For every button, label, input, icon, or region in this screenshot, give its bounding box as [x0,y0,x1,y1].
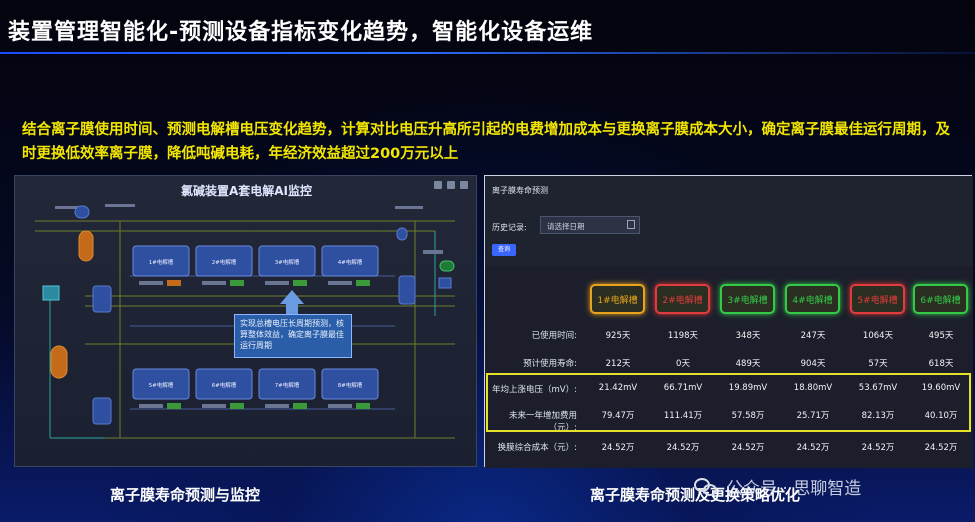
arrow-stem [286,303,298,315]
cell-label-7: 7#电解槽 [275,381,300,389]
up-arrow-icon [280,290,304,304]
watermark-text: 公众号 · 思聊智造 [726,479,862,499]
table-cell: 247天 [800,331,826,341]
table-cell: 24.52万 [924,443,958,453]
cell-badge: 3#电解槽 [720,284,775,314]
cell-badge: 6#电解槽 [913,284,968,314]
monitor-title: 氯碱装置A套电解AI监控 [180,184,313,198]
window-controls [434,181,468,189]
description-text: 结合离子膜使用时间、预测电解槽电压变化趋势，计算对比电压升高所引起的电费增加成本… [22,122,950,162]
maximize-icon[interactable] [447,181,455,189]
table-cell: 21.42mV [598,383,638,393]
top-cell-row [132,245,379,286]
row-label: 年均上涨电压（mV）: [492,385,577,395]
cell-badge: 5#电解槽 [850,284,905,314]
row-label: 已使用时间: [531,331,577,341]
date-placeholder: 请选择日期 [547,222,585,231]
table-cell: 40.10万 [924,411,958,421]
watermark: 公众号 · 思聊智造 [694,474,861,499]
table-cell: 24.52万 [796,443,830,453]
panel-header: 离子膜寿命预测 历史记录: 请选择日期 查询 [485,176,973,266]
cell-label-5: 5#电解槽 [149,381,174,389]
table-cell: 24.52万 [861,443,895,453]
table-cell: 925天 [605,331,631,341]
table-cell: 111.41万 [663,411,703,421]
table-cell: 0天 [676,359,690,369]
title-underline [0,52,975,54]
query-button[interactable]: 查询 [492,244,516,256]
cell-label-4: 4#电解槽 [338,258,363,266]
row-label: 预计使用寿命: [523,359,577,369]
table-cell: 495天 [928,331,954,341]
bottom-cell-row [132,368,379,409]
table-cell: 212天 [605,359,631,369]
table-cell: 57.58万 [731,411,765,421]
cell-label-1: 1#电解槽 [149,258,174,266]
table-cell: 82.13万 [861,411,895,421]
table-cell: 57天 [868,359,888,369]
cell-badge: 2#电解槽 [655,284,710,314]
table-cell: 66.71mV [663,383,703,393]
table-cell: 1064天 [862,331,894,341]
table-cell: 348天 [735,331,761,341]
process-flow-diagram: 1#电解槽 2#电解槽 3#电解槽 4#电解槽 5#电解槽 6#电解槽 7#电解… [35,204,455,439]
table-cell: 904天 [800,359,826,369]
table-cell: 79.47万 [601,411,635,421]
date-picker-input[interactable]: 请选择日期 [540,216,640,234]
right-caption: 离子膜寿命预测及更换策略优化 [590,486,801,504]
history-label: 历史记录: [492,223,527,232]
page-title: 装置管理智能化-预测设备指标变化趋势，智能化设备运维 [8,20,594,45]
table-cell: 24.52万 [666,443,700,453]
callout-note: 实现总槽电压长周期预测，核算整体效益，确定离子膜最佳运行周期 [234,314,352,358]
cell-label-8: 8#电解槽 [338,381,363,389]
table-cell: 19.60mV [921,383,961,393]
left-caption: 离子膜寿命预测与监控 [110,486,261,504]
cell-label-3: 3#电解槽 [275,258,300,266]
row-label: 换膜综合成本（元）: [497,443,577,453]
table-cell: 1198天 [667,331,699,341]
table-cell: 19.89mV [728,383,768,393]
minimize-icon[interactable] [434,181,442,189]
cell-label-6: 6#电解槽 [212,381,237,389]
table-cell: 489天 [735,359,761,369]
row-label: 未来一年增加费用（元）: [508,411,577,433]
cell-badge: 1#电解槽 [590,284,645,314]
calendar-icon [627,220,635,229]
cell-badge: 4#电解槽 [785,284,840,314]
table-cell: 53.67mV [858,383,898,393]
close-icon[interactable] [460,181,468,189]
panel-title: 离子膜寿命预测 [492,186,548,195]
table-cell: 25.71万 [796,411,830,421]
table-cell: 24.52万 [601,443,635,453]
table-cell: 618天 [928,359,954,369]
wechat-icon [694,476,720,498]
cell-label-2: 2#电解槽 [212,258,237,266]
table-cell: 24.52万 [731,443,765,453]
table-cell: 18.80mV [793,383,833,393]
